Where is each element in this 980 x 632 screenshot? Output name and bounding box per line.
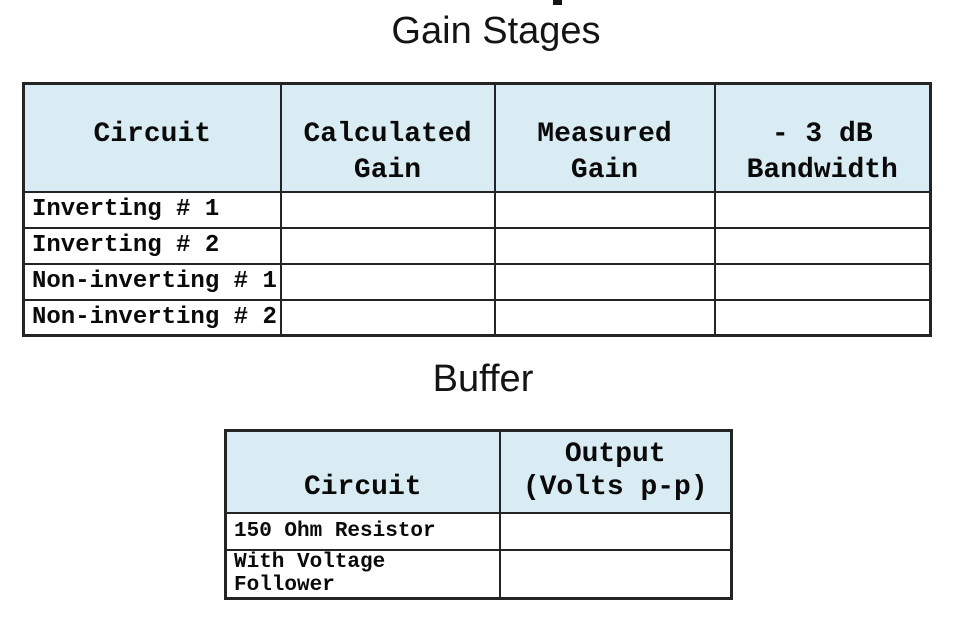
header-line xyxy=(26,153,279,189)
buffer-cell-circuit-label: With Voltage Follower xyxy=(224,548,501,599)
gain-cell-bandwidth xyxy=(713,262,932,301)
gain-header-calculated-gain: Calculated Gain xyxy=(279,82,496,193)
buffer-header-output: Output (Volts p-p) xyxy=(498,429,733,514)
gain-cell-circuit-label: Non-inverting # 2 xyxy=(22,298,282,337)
header-line: Output xyxy=(564,438,666,470)
gain-table-row: Inverting # 2 xyxy=(22,226,932,265)
gain-cell-calculated-gain xyxy=(279,298,496,337)
gain-cell-calculated-gain xyxy=(279,262,496,301)
gain-cell-measured-gain xyxy=(493,226,716,265)
gain-cell-measured-gain xyxy=(493,298,716,337)
buffer-table-row: 150 Ohm Resistor xyxy=(224,511,733,551)
buffer-cell-output xyxy=(498,511,733,551)
cropped-text-fragment xyxy=(553,0,562,5)
gain-cell-calculated-gain xyxy=(279,190,496,229)
gain-cell-circuit-label: Non-inverting # 1 xyxy=(22,262,282,301)
gain-stages-title: Gain Stages xyxy=(391,10,601,52)
gain-table-row: Non-inverting # 1 xyxy=(22,262,932,301)
header-line: (Volts p-p) xyxy=(522,471,708,503)
gain-cell-measured-gain xyxy=(493,262,716,301)
gain-cell-circuit-label: Inverting # 1 xyxy=(22,190,282,229)
header-line: Bandwidth xyxy=(746,154,898,186)
header-line: Gain xyxy=(353,154,422,186)
gain-table-row: Non-inverting # 2 xyxy=(22,298,932,337)
buffer-table-row: With Voltage Follower xyxy=(224,548,733,599)
buffer-table: Circuit Output (Volts p-p) 150 Ohm Resis… xyxy=(224,429,733,600)
buffer-title: Buffer xyxy=(432,358,534,400)
buffer-cell-output xyxy=(498,548,733,599)
header-line: Measured xyxy=(537,118,672,150)
buffer-cell-circuit-label: 150 Ohm Resistor xyxy=(224,511,501,551)
header-line xyxy=(228,438,498,471)
buffer-header-row: Circuit Output (Volts p-p) xyxy=(224,429,733,514)
gain-cell-bandwidth xyxy=(713,226,932,265)
gain-table-row: Inverting # 1 xyxy=(22,190,932,229)
header-line: Gain xyxy=(570,154,639,186)
gain-cell-measured-gain xyxy=(493,190,716,229)
gain-cell-calculated-gain xyxy=(279,226,496,265)
gain-stages-table: Circuit Calculated Gain Measured Gain - … xyxy=(22,82,932,337)
gain-header-measured-gain: Measured Gain xyxy=(493,82,716,193)
header-line: Circuit xyxy=(93,118,212,150)
gain-header-circuit: Circuit xyxy=(22,82,282,193)
gain-cell-bandwidth xyxy=(713,298,932,337)
gain-header-bandwidth: - 3 dB Bandwidth xyxy=(713,82,932,193)
gain-header-row: Circuit Calculated Gain Measured Gain - … xyxy=(22,82,932,193)
gain-cell-bandwidth xyxy=(713,190,932,229)
header-line: - 3 dB xyxy=(771,118,873,150)
gain-cell-circuit-label: Inverting # 2 xyxy=(22,226,282,265)
header-line: Circuit xyxy=(303,471,422,503)
header-line: Calculated xyxy=(303,118,472,150)
buffer-header-circuit: Circuit xyxy=(224,429,501,514)
